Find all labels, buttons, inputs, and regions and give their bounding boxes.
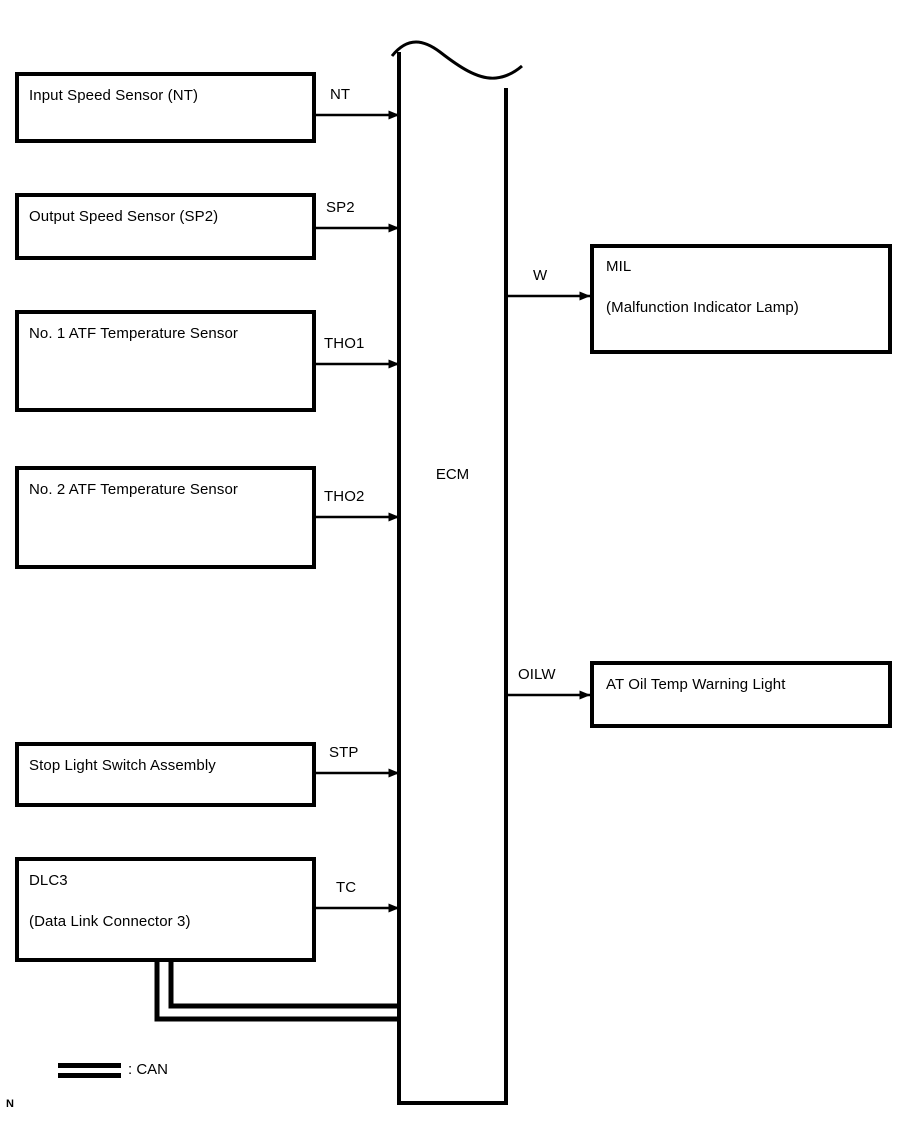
signal-label-nt: NT	[330, 86, 351, 103]
dlc3-sublabel: (Data Link Connector 3)	[29, 913, 191, 930]
no2-atf-temperature-sensor-label: No. 2 ATF Temperature Sensor	[29, 481, 239, 498]
stop-light-switch-assembly-box	[15, 742, 316, 807]
input-speed-sensor-label: Input Speed Sensor (NT)	[29, 87, 199, 104]
at-oil-temp-warning-light-label: AT Oil Temp Warning Light	[606, 676, 786, 693]
at-oil-temp-warning-light-box	[590, 661, 892, 728]
ecm-label: ECM	[435, 466, 470, 483]
signal-label-sp2: SP2	[326, 199, 355, 216]
mil-sublabel: (Malfunction Indicator Lamp)	[606, 299, 799, 316]
signal-label-tho2: THO2	[324, 488, 365, 505]
dlc3-box	[15, 857, 316, 962]
output-speed-sensor-label: Output Speed Sensor (SP2)	[29, 208, 219, 225]
can-bus-lines	[154, 960, 401, 1022]
can-legend-swatch	[58, 1063, 121, 1078]
no1-atf-temperature-sensor-label: No. 1 ATF Temperature Sensor	[29, 325, 239, 342]
mil-label: MIL	[606, 258, 632, 275]
signal-label-tho1: THO1	[324, 335, 365, 352]
output-speed-sensor-box	[15, 193, 316, 260]
stop-light-switch-assembly-label: Stop Light Switch Assembly	[29, 757, 216, 774]
signal-label-oilw: OILW	[518, 666, 556, 683]
signal-label-tc: TC	[336, 879, 357, 896]
corner-mark: N	[6, 1098, 14, 1110]
dlc3-label: DLC3	[29, 872, 68, 889]
input-speed-sensor-box	[15, 72, 316, 143]
no2-atf-temperature-sensor-box	[15, 466, 316, 569]
can-legend-label: : CAN	[128, 1061, 169, 1078]
mil-box	[590, 244, 892, 354]
no1-atf-temperature-sensor-box	[15, 310, 316, 412]
signal-label-stp: STP	[329, 744, 359, 761]
ecm-block	[390, 40, 523, 1105]
signal-label-w: W	[533, 267, 548, 284]
